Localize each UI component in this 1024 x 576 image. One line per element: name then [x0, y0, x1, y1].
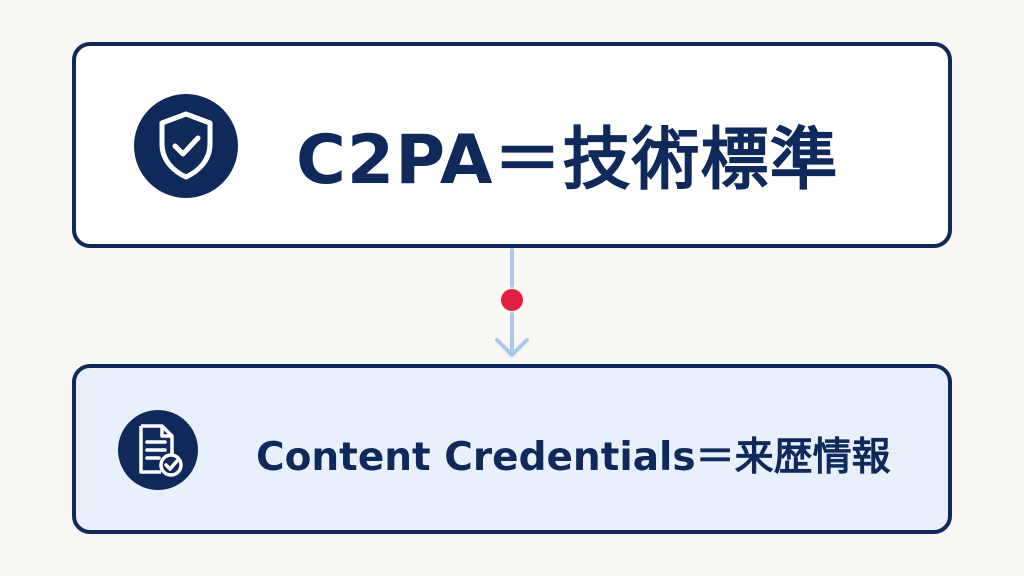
provenance-info-box: Content Credentials＝来歴情報 [72, 364, 952, 534]
standard-title: C2PA＝技術標準 [296, 121, 839, 200]
credentials-title: Content Credentials＝来歴情報 [256, 435, 891, 480]
shield-check-icon [134, 94, 238, 198]
technical-standard-box: C2PA＝技術標準 [72, 42, 952, 248]
document-check-icon [118, 410, 198, 490]
connector-dot [501, 289, 523, 311]
